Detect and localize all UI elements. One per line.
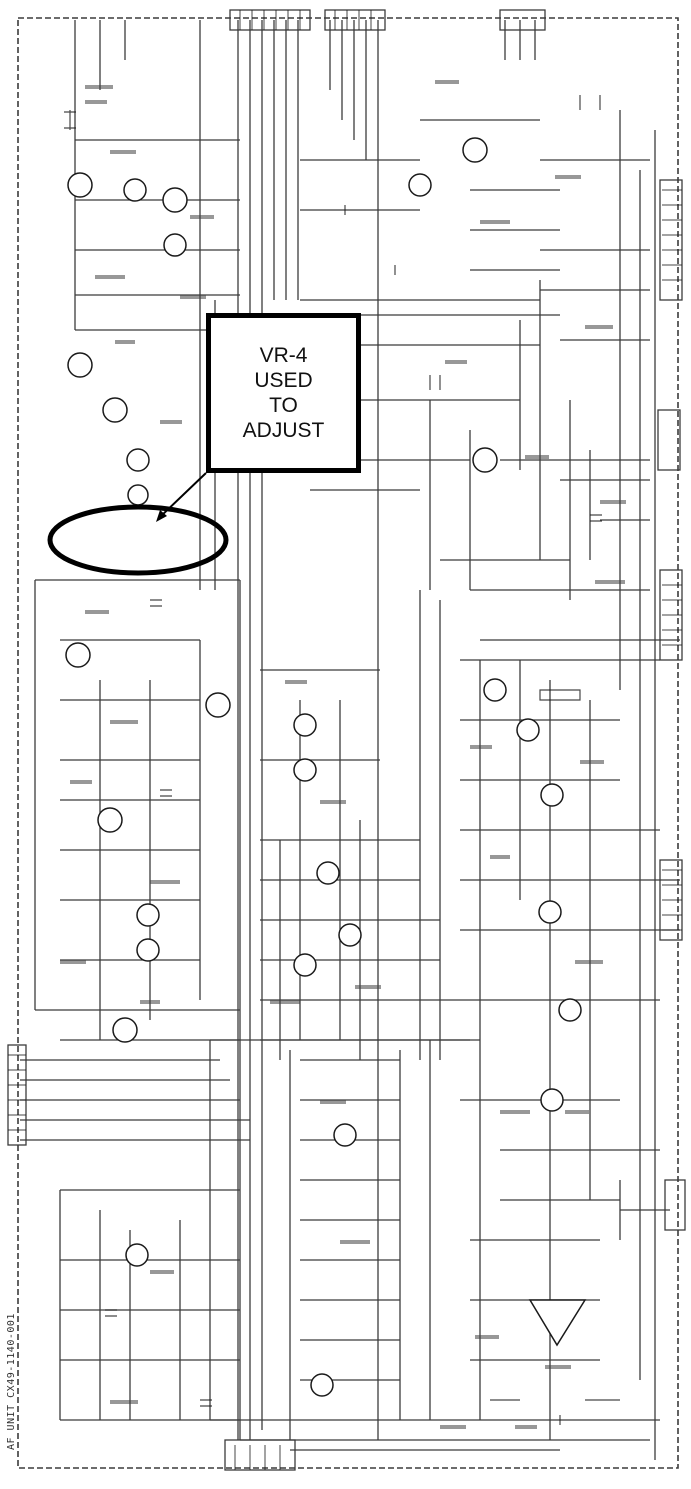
callout-pointer [159,472,207,518]
vr4-callout-box: VR-4 USED TO ADJUST [206,313,361,473]
connector-pins [8,10,682,1470]
schematic-wiring [7,9,686,1471]
callout-line-2: USED [254,369,313,392]
unit-label: AF UNIT CX49-1140-001 [6,1313,17,1450]
callout-line-1: VR-4 [259,344,308,367]
component-marks [64,95,620,1425]
vr4-highlight-ellipse [47,504,229,576]
callout-line-3: TO [269,394,298,417]
callout-arrowhead [156,510,167,522]
op-amp-symbol [528,1299,587,1347]
callout-line-4: ADJUST [242,419,325,442]
component-labels [60,80,626,1429]
transistor-symbols [65,137,582,1397]
